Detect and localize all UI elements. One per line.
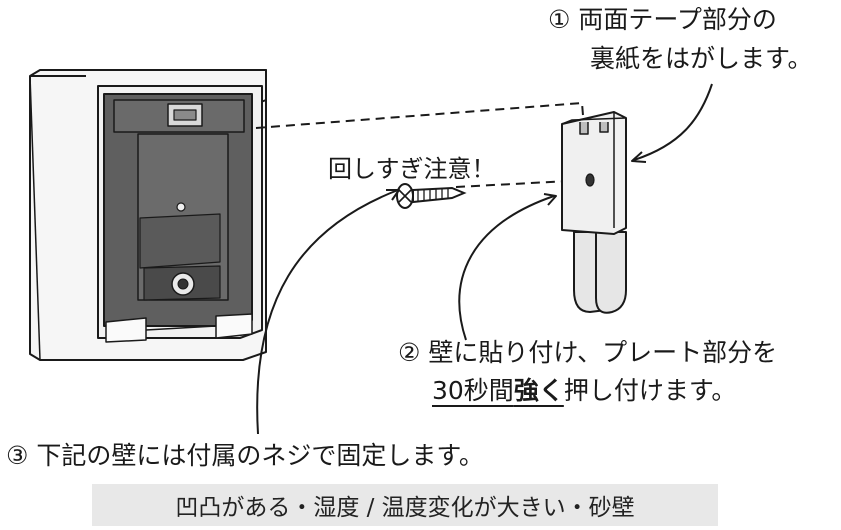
arrow-icon <box>256 83 713 435</box>
screw-icon <box>396 183 467 209</box>
mounting-plate-illustration <box>561 111 627 314</box>
duration-text: 30秒間強く <box>432 376 564 405</box>
step1-title: ① 両面テープ部分の <box>548 5 777 34</box>
step2-detail: 30秒間強く押し付けます。 <box>432 376 737 405</box>
emphasis-text: 強く <box>513 376 564 405</box>
step1-detail: 裏紙をはがします。 <box>590 44 813 73</box>
step2-title: ② 壁に貼り付け、プレート部分を <box>398 338 778 367</box>
wall-conditions-text: 凹凸がある・湿度 / 温度変化が大きい・砂壁 <box>175 495 635 521</box>
device-illustration <box>29 69 267 361</box>
warning-text: 回しすぎ注意！ <box>328 155 496 183</box>
wall-conditions-box: 凹凸がある・湿度 / 温度変化が大きい・砂壁 <box>92 484 718 526</box>
step3-title: ③ 下記の壁には付属のネジで固定します。 <box>6 441 484 470</box>
